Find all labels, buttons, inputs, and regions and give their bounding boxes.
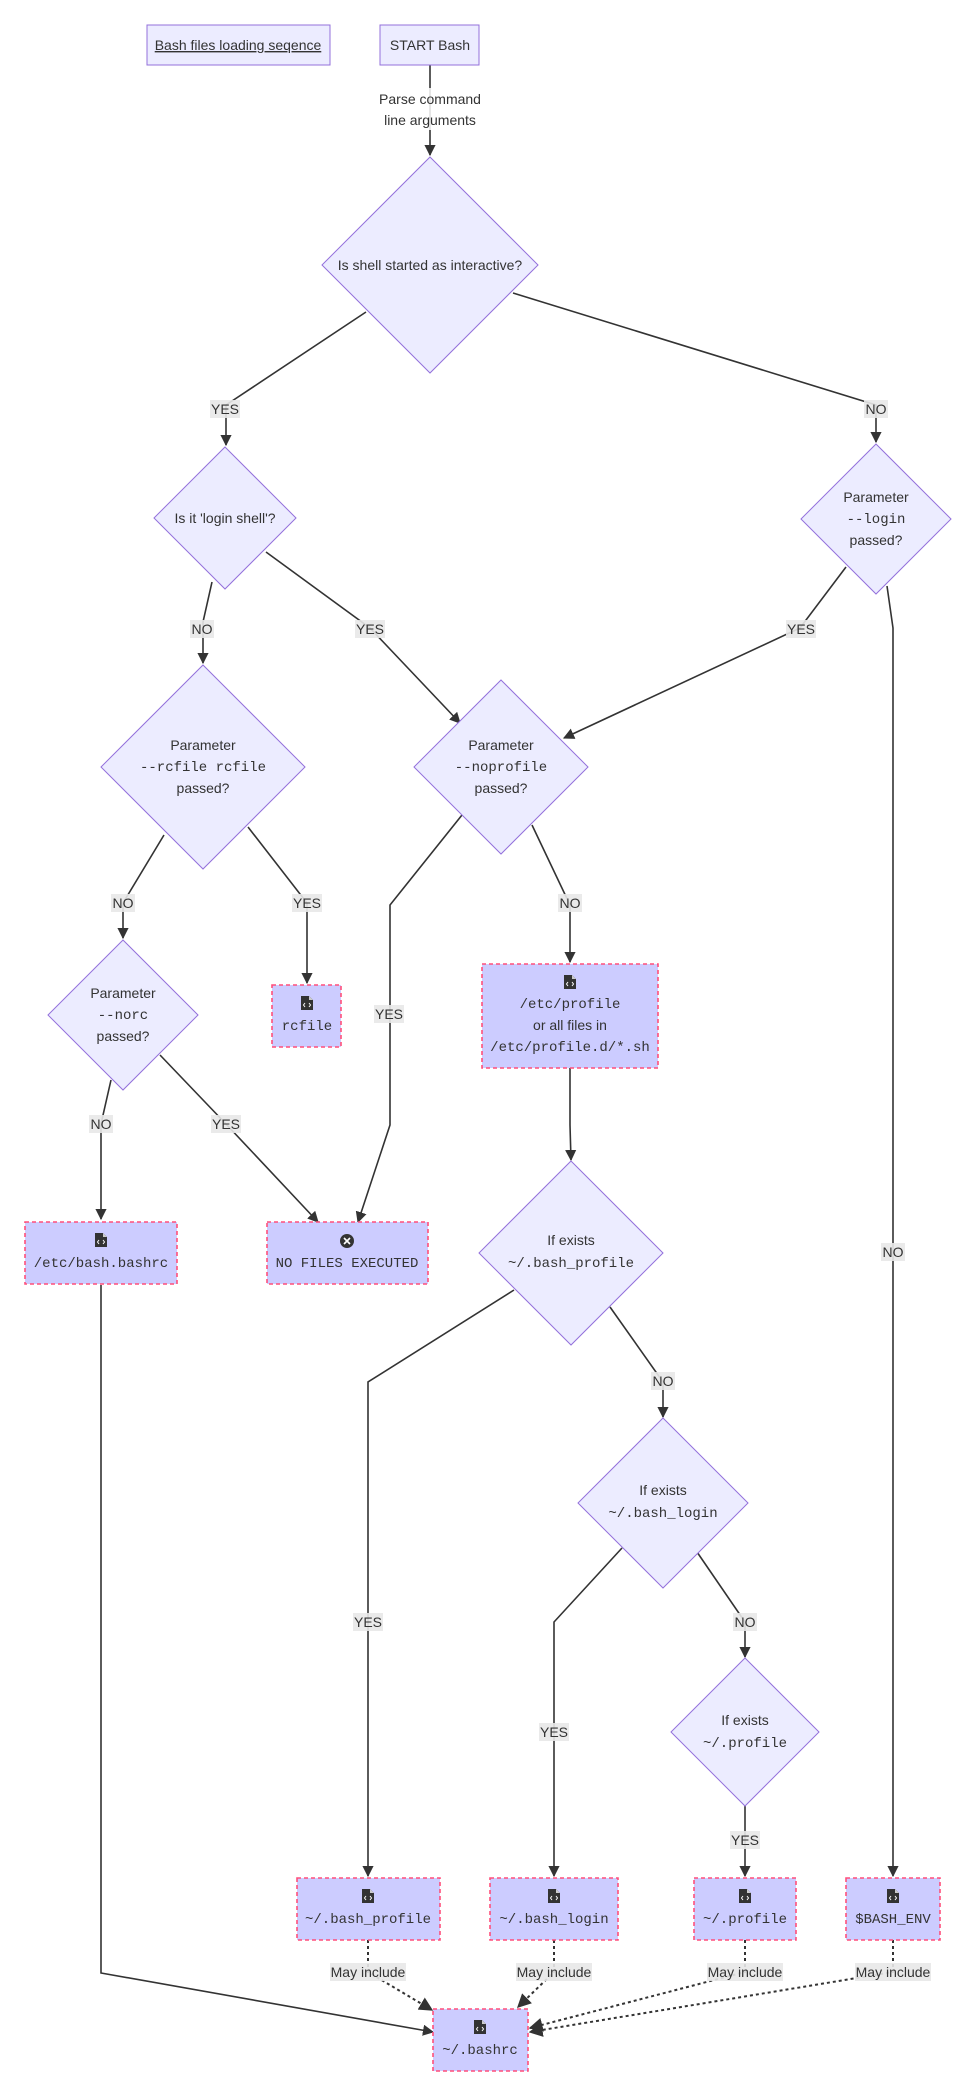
edge-etcprofile-bashprofile [565, 1068, 577, 1162]
edge-label-no: NO [91, 1116, 112, 1132]
interactive-decision: Is shell started as interactive? [321, 156, 539, 374]
title-link[interactable]: Bash files loading seqence [155, 37, 322, 53]
profile-q-line2: ~/.profile [703, 1736, 787, 1752]
start-label: START Bash [390, 37, 470, 53]
etc-profile-line3: /etc/profile.d/*.sh [490, 1040, 650, 1056]
bashrc-file-node: ~/.bashrc [432, 2008, 529, 2072]
bash-profile-q-line1: If exists [547, 1232, 594, 1248]
edge-label-yes: YES [212, 1116, 240, 1132]
edge-noprofile-no [531, 824, 576, 964]
no-files-label: NO FILES EXECUTED [276, 1256, 419, 1272]
login-shell-decision: Is it 'login shell'? [153, 446, 297, 590]
noprofile-line2: --noprofile [455, 760, 547, 776]
bash-profile-q-line2: ~/.bash_profile [508, 1256, 634, 1272]
edge-bashenv-bashrc [528, 1940, 894, 2037]
bash-bashrc-label: /etc/bash.bashrc [34, 1256, 168, 1272]
no-files-node: NO FILES EXECUTED [266, 1221, 429, 1285]
rcfile-line2: --rcfile rcfile [140, 760, 266, 776]
bash-profile-file-label: ~/.bash_profile [305, 1912, 431, 1928]
etc-profile-line2: or all files in [533, 1017, 607, 1033]
rcfile-line1: Parameter [170, 737, 236, 753]
edge-interactive-no [512, 292, 882, 444]
edge-bashprofile-no [609, 1306, 669, 1419]
rcfile-file-label: rcfile [282, 1019, 332, 1035]
start-node: START Bash [379, 24, 480, 66]
bash-env-file-label: $BASH_ENV [855, 1912, 931, 1928]
edge-label-no: NO [653, 1373, 674, 1389]
profile-q-line1: If exists [721, 1712, 768, 1728]
norc-decision: Parameter --norc passed? [47, 939, 199, 1091]
edge-labels: YES NO NO YES YES NO YES NO YES NO YES N… [89, 400, 931, 1981]
edge-rcfile-no [117, 834, 165, 940]
parse-label-line2: line arguments [384, 112, 476, 128]
edge-label-yes: YES [293, 895, 321, 911]
edge-label-no: NO [113, 895, 134, 911]
title-node[interactable]: Bash files loading seqence [146, 24, 331, 66]
noprofile-line1: Parameter [468, 737, 534, 753]
rcfile-file-node: rcfile [271, 984, 342, 1048]
edge-label-no: NO [883, 1244, 904, 1260]
bash-env-file-node: $BASH_ENV [845, 1877, 941, 1941]
bash-login-q-line1: If exists [639, 1482, 686, 1498]
edge-label-no: NO [192, 621, 213, 637]
login-param-line1: Parameter [843, 489, 909, 505]
rcfile-line3: passed? [177, 780, 230, 796]
edge-label-yes: YES [354, 1614, 382, 1630]
bash-login-decision: If exists ~/.bash_login [577, 1417, 749, 1589]
edge-label-yes: YES [356, 621, 384, 637]
edge-label-no: NO [560, 895, 581, 911]
edge-label-yes: YES [787, 621, 815, 637]
norc-line3: passed? [97, 1028, 150, 1044]
edge-noprofile-yes [355, 814, 463, 1224]
edge-label-yes: YES [540, 1724, 568, 1740]
edge-label-yes: YES [375, 1006, 403, 1022]
bash-bashrc-node: /etc/bash.bashrc [24, 1221, 178, 1285]
profile-file-label: ~/.profile [703, 1912, 787, 1928]
parse-label: Parse command line arguments [370, 88, 490, 130]
parse-label-line1: Parse command [379, 91, 481, 107]
edge-loginparam-yes [562, 566, 847, 739]
norc-line2: --norc [98, 1008, 148, 1024]
noprofile-line3: passed? [475, 780, 528, 796]
login-param-line2: --login [847, 512, 906, 528]
norc-line1: Parameter [90, 985, 156, 1001]
edge-norc-no [95, 1079, 112, 1221]
times-circle-icon [340, 1234, 354, 1248]
edge-bashlogin-yes [548, 1547, 623, 1878]
interactive-decision-label: Is shell started as interactive? [338, 257, 523, 273]
login-shell-decision-label: Is it 'login shell'? [174, 510, 275, 526]
noprofile-decision: Parameter --noprofile passed? [413, 679, 589, 855]
edge-label-no: NO [735, 1614, 756, 1630]
etc-profile-line1: /etc/profile [520, 997, 621, 1013]
bash-login-file-label: ~/.bash_login [499, 1912, 608, 1928]
edge-label-no: NO [866, 401, 887, 417]
profile-file-node: ~/.profile [693, 1877, 797, 1941]
edge-bashprofile-yes [362, 1289, 515, 1878]
edge-label-may-include: May include [331, 1964, 406, 1980]
bash-login-q-line2: ~/.bash_login [608, 1506, 717, 1522]
edge-label-may-include: May include [708, 1964, 783, 1980]
edge-label-yes: YES [731, 1832, 759, 1848]
edge-label-may-include: May include [517, 1964, 592, 1980]
edge-interactive-yes [220, 311, 367, 447]
etc-profile-node: /etc/profile or all files in /etc/profil… [481, 963, 659, 1069]
edge-loginparam-no [886, 585, 899, 1878]
edge-label-may-include: May include [856, 1964, 931, 1980]
edge-bashlogin-no [696, 1551, 751, 1659]
bash-profile-file-node: ~/.bash_profile [296, 1877, 441, 1941]
profile-decision: If exists ~/.profile [670, 1657, 820, 1807]
login-param-line3: passed? [850, 532, 903, 548]
bash-login-file-node: ~/.bash_login [489, 1877, 619, 1941]
edge-label-yes: YES [211, 401, 239, 417]
bash-profile-decision: If exists ~/.bash_profile [478, 1160, 664, 1346]
edge-norc-yes [159, 1054, 319, 1223]
login-param-decision: Parameter --login passed? [800, 443, 952, 595]
edge-bashbashrc-bashrc [100, 1285, 435, 2036]
edge-profile-bashrc [528, 1940, 746, 2032]
rcfile-decision: Parameter --rcfile rcfile passed? [100, 664, 306, 870]
bashrc-file-label: ~/.bashrc [442, 2043, 518, 2059]
